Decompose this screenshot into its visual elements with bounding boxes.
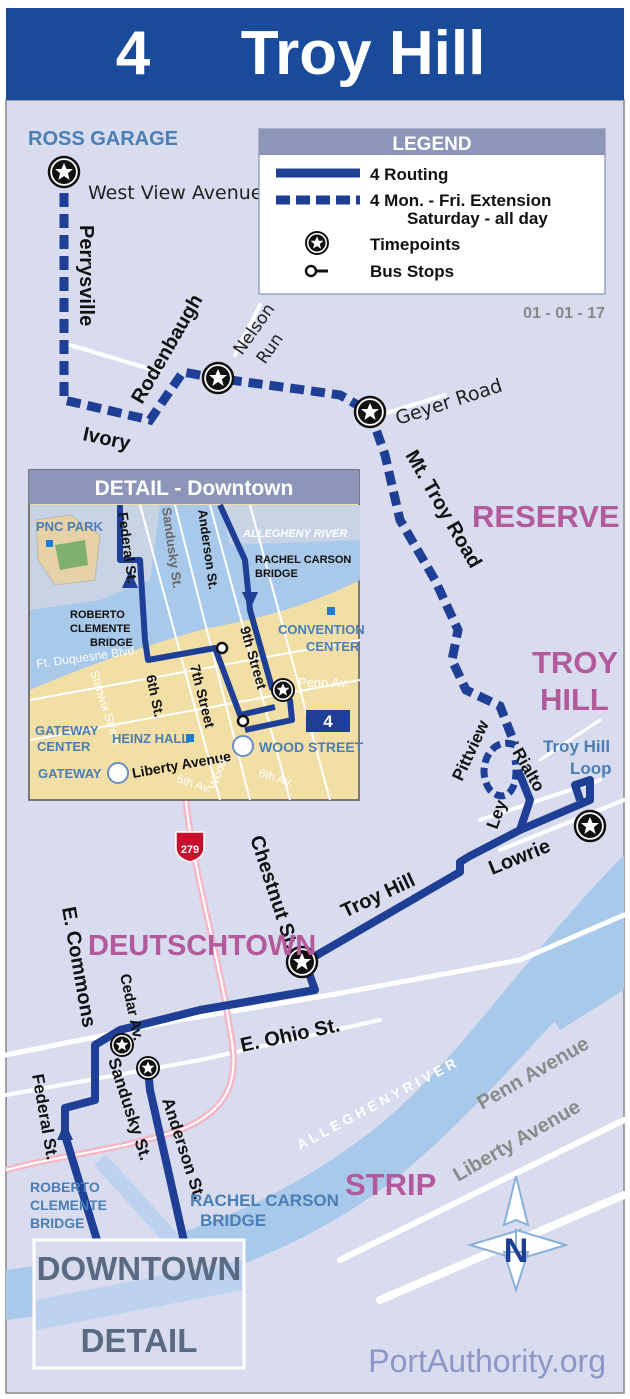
detail-roberto-1: ROBERTO: [70, 609, 125, 621]
timepoint-sandusky: [136, 1056, 160, 1080]
river-channel: [540, 940, 624, 1030]
detail-label: DETAIL: [81, 1322, 198, 1359]
north-arrow: N: [466, 1175, 570, 1294]
detail-roberto-2: CLEMENTE: [70, 623, 131, 635]
legend-busstop-icon: [304, 264, 318, 278]
troy-hill-loop-label-2: Loop: [570, 759, 612, 778]
reserve-label: RESERVE: [472, 499, 620, 534]
detail-penn: Penn Av.: [298, 675, 349, 690]
strip-label: STRIP: [345, 1167, 436, 1202]
detail-roberto-3: BRIDGE: [90, 637, 133, 649]
roberto-label-1: ROBERTO: [30, 1179, 100, 1195]
detail-pnc-park: PNC PARK: [36, 519, 104, 534]
detail-gateway: GATEWAY: [38, 766, 102, 781]
revision-date: 01 - 01 - 17: [523, 305, 605, 322]
route-name: Troy Hill: [241, 19, 486, 88]
detail-gateway-center-2: CENTER: [37, 739, 91, 754]
interstate-shield: 279: [175, 831, 205, 863]
legend-title: LEGEND: [392, 134, 471, 155]
rachel-carson-label-1: RACHEL CARSON: [190, 1191, 339, 1210]
route-4-solid: [61, 768, 594, 1252]
route-number: 4: [116, 19, 151, 88]
detail-heinz: HEINZ HALL: [112, 731, 189, 746]
downtown-label: DOWNTOWN: [37, 1250, 242, 1287]
timepoint-nelson-run: [201, 361, 235, 395]
legend-saturday: Saturday - all day: [407, 209, 548, 228]
svg-text:279: 279: [181, 844, 199, 856]
legend-timepoints: Timepoints: [370, 235, 460, 254]
legend: LEGEND 4 Routing 4 Mon. - Fri. Extension…: [258, 128, 606, 295]
legend-bus-stops: Bus Stops: [370, 262, 454, 281]
roberto-label-3: BRIDGE: [30, 1215, 84, 1231]
timepoint-troy-hill-loop: [573, 809, 607, 843]
legend-timepoint-icon: [305, 231, 329, 255]
route-4-extension: [59, 172, 520, 747]
hill-label: HILL: [540, 682, 609, 717]
detail-gateway-center-1: GATEWAY: [35, 723, 99, 738]
north-n-icon: N: [504, 1232, 529, 1270]
deutschtown-label: DEUTSCHTOWN: [88, 930, 316, 962]
detail-convention-1: CONVENTION: [278, 622, 365, 637]
detail-allegheny: ALLEGHENY RIVER: [242, 528, 347, 540]
detail-route-badge: 4: [323, 712, 333, 731]
ross-garage-label: ROSS GARAGE: [28, 128, 178, 150]
downtown-detail-callout[interactable]: DOWNTOWN DETAIL: [32, 1238, 246, 1370]
detail-wood-street: WOOD STREET: [259, 739, 364, 755]
footer-website[interactable]: PortAuthority.org: [368, 1343, 606, 1379]
rachel-carson-label-2: BRIDGE: [200, 1211, 266, 1230]
timepoint-geyer-road: [353, 395, 387, 429]
detail-title: DETAIL - Downtown: [95, 477, 294, 500]
header-bar: [6, 8, 624, 100]
pittview-loop: [480, 739, 520, 800]
legend-extension: 4 Mon. - Fri. Extension: [370, 191, 551, 210]
direction-arrow: [57, 1122, 73, 1140]
perrysville-label: Perrysville: [75, 225, 97, 326]
west-view-label: West View Avenue: [88, 182, 262, 204]
troy-label: TROY: [532, 645, 618, 680]
legend-routing: 4 Routing: [370, 165, 448, 184]
roberto-label-2: CLEMENTE: [30, 1197, 107, 1213]
detail-rachel-2: BRIDGE: [255, 568, 298, 580]
detail-rachel-1: RACHEL CARSON: [255, 554, 351, 566]
downtown-detail-inset: 4 DETAIL - Downtown PNC PARK Federal St.…: [28, 469, 365, 801]
detail-convention-2: CENTER: [306, 639, 360, 654]
timepoint-ross-garage: [47, 155, 81, 189]
interstate-279-center: [5, 789, 235, 1171]
troy-hill-loop-label-1: Troy Hill: [543, 737, 610, 756]
